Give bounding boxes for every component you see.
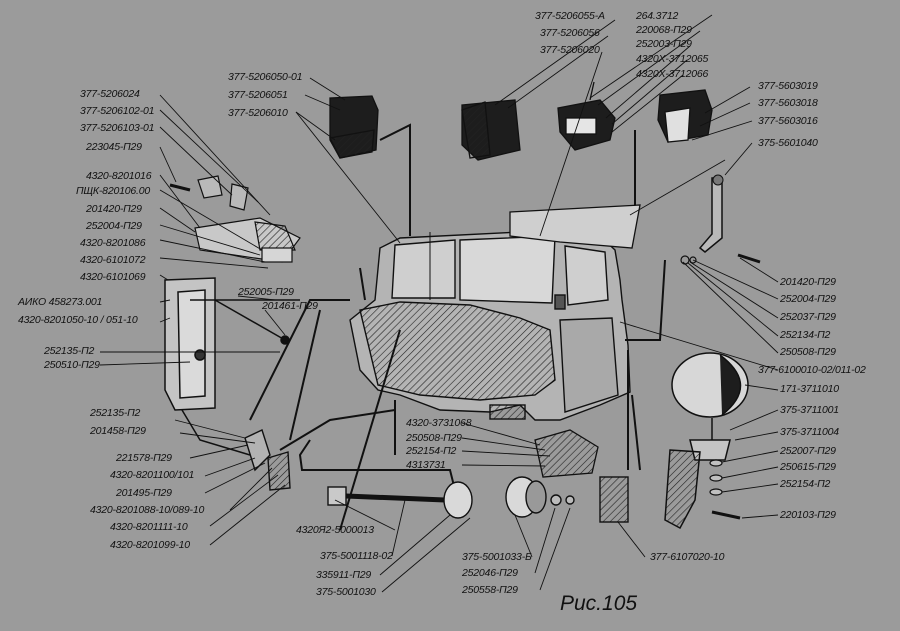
tool-box (534, 429, 599, 478)
part-label: 201461-П29 (262, 300, 318, 312)
part-label: 4320-8201088-10/089-10 (90, 504, 205, 516)
part-label: 250508-П29 (406, 432, 462, 444)
part-label: 252007-П29 (780, 445, 836, 457)
part-label: АИКО 458273.001 (18, 296, 103, 308)
part-label: 250510-П29 (44, 359, 100, 371)
part-label: 221578-П29 (116, 452, 172, 464)
part-label: 4313731 (406, 459, 446, 471)
part-label: 375-5001033-Б (462, 551, 532, 563)
part-label: 252135-П2 (90, 407, 141, 419)
tank-assembly (327, 476, 575, 519)
dome-lamp-right (657, 89, 713, 143)
part-label: ПЩК-820106.00 (76, 185, 151, 197)
sun-visor (194, 217, 301, 263)
part-label: 252003-П29 (636, 38, 692, 50)
part-label: 375-5001030 (316, 586, 376, 598)
part-label: 335911-П29 (316, 569, 372, 581)
washers-stack (709, 459, 741, 520)
part-label: 250508-П29 (780, 346, 836, 358)
part-label: 375-5601040 (758, 137, 818, 149)
part-label: 377-5206051 (228, 89, 288, 101)
part-label: 250615-П29 (780, 461, 836, 473)
part-label: 375-5001118-02 (320, 550, 393, 562)
part-label: 201420-П29 (86, 203, 142, 215)
part-label: 4320-8201099-10 (110, 539, 190, 551)
part-label: 377-6107020-10 (650, 551, 725, 563)
wiring-harness (249, 123, 666, 531)
part-label: 252037-П29 (780, 311, 836, 323)
cab-lamp-center (461, 99, 521, 161)
part-label: 377-5206050-01 (228, 71, 303, 83)
part-label: 4320-6101072 (80, 254, 146, 266)
part-label: 377-5206103-01 (80, 122, 155, 134)
part-label: 171-3711010 (780, 383, 839, 395)
part-label: 377-5206102-01 (80, 105, 155, 117)
part-label: 252135-П2 (44, 345, 95, 357)
part-label: 4320-8201016 (86, 170, 152, 182)
figure-caption: Рис.105 (560, 592, 638, 615)
part-label: 4320Х-3712065 (636, 53, 709, 65)
part-label: 252134-П2 (780, 329, 831, 341)
part-label: 201495-П29 (116, 487, 172, 499)
part-label: 4320-6101069 (80, 271, 146, 283)
part-label: 250558-П29 (462, 584, 518, 596)
part-label: 220068-П29 (636, 24, 692, 36)
part-label: 220103-П29 (780, 509, 836, 521)
part-label: 252004-П29 (780, 293, 836, 305)
part-label: 377-5603018 (758, 97, 818, 109)
part-label: 201420-П29 (780, 276, 836, 288)
part-label: 4320-8201050-10 / 051-10 (18, 314, 138, 326)
part-label: 252005-П29 (238, 286, 294, 298)
battery-box (599, 476, 629, 523)
grab-handle (698, 177, 723, 253)
part-label: 201458-П29 (90, 425, 146, 437)
switch-block (557, 81, 616, 151)
part-label: 252154-П2 (406, 445, 457, 457)
part-label: 377-5206056 (540, 27, 600, 39)
part-label: 377-5206024 (80, 88, 140, 100)
truck-cab (349, 231, 631, 421)
part-label: 377-5206055-А (535, 10, 605, 22)
part-label: 252046-П29 (462, 567, 518, 579)
part-label: 4320Х-3712066 (636, 68, 709, 80)
part-label: 4320-8201100/101 (110, 469, 195, 481)
part-label: 377-5603019 (758, 80, 818, 92)
part-label: 264.3712 (636, 10, 679, 22)
dome-lamp-left (329, 95, 379, 159)
part-label: 377-5603016 (758, 115, 818, 127)
visor-brackets (169, 175, 249, 211)
part-label: 4320Я2-5000013 (296, 524, 374, 536)
part-label: 4320-8201111-10 (110, 521, 188, 533)
part-label: 375-3711004 (780, 426, 839, 438)
part-label: 252154-П2 (780, 478, 831, 490)
fog-lamp (664, 352, 749, 530)
part-label: 375-3711001 (780, 404, 839, 416)
part-label: 377-6100010-02/011-02 (758, 364, 866, 376)
part-label: 377-5206020 (540, 44, 600, 56)
leader-lines (99, 14, 779, 593)
part-label: 252004-П29 (86, 220, 142, 232)
part-label: 223045-П29 (86, 141, 142, 153)
part-label: 4320-8201086 (80, 237, 146, 249)
roof-panel (509, 204, 641, 249)
part-label: 377-5206010 (228, 107, 288, 119)
part-label: 4320-3731068 (406, 417, 472, 429)
mirror-bracket-lower (244, 429, 291, 491)
